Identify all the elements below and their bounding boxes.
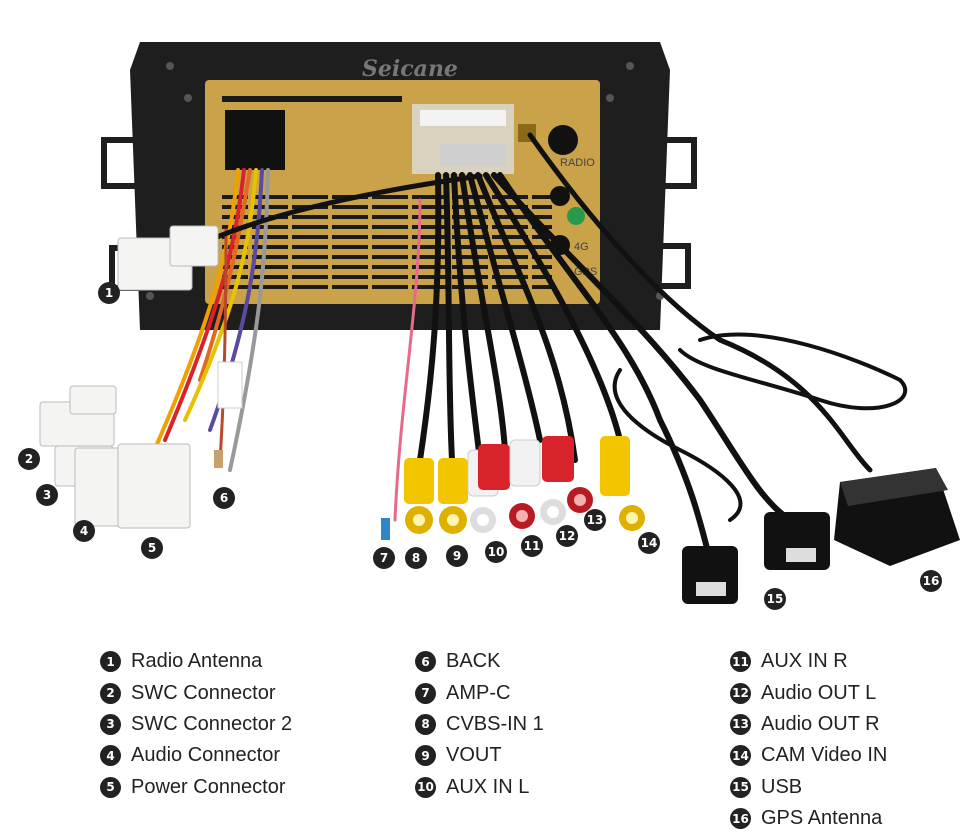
badge-14: 14 (638, 532, 660, 554)
legend-item: 4 Audio Connector (100, 740, 292, 771)
legend-label: CVBS-IN 1 (446, 712, 544, 735)
legend-item: 6 BACK (415, 646, 544, 677)
svg-text:4: 4 (80, 524, 88, 538)
legend-label: BACK (446, 650, 501, 673)
amp-c-wire-tip (381, 518, 390, 540)
legend-label: Audio OUT R (761, 712, 880, 735)
badge-8: 8 (405, 547, 427, 569)
legend-label: GPS Antenna (761, 807, 883, 830)
legend-number: 9 (415, 745, 436, 767)
legend-column-1: 1 Radio Antenna 2 SWC Connector 3 SWC Conne… (100, 646, 292, 803)
svg-text:3: 3 (43, 488, 51, 502)
label-4g: 4G (574, 241, 589, 253)
wiring-diagram: Seicane RADIO 4G GPS (18, 42, 960, 610)
svg-text:10: 10 (488, 545, 505, 559)
legend-number: 2 (100, 682, 121, 704)
svg-text:6: 6 (220, 491, 228, 505)
svg-text:14: 14 (641, 536, 658, 550)
badge-16: 16 (920, 570, 942, 592)
badge-2: 2 (18, 448, 40, 470)
svg-text:12: 12 (559, 529, 576, 543)
badge-4: 4 (73, 520, 95, 542)
svg-text:8: 8 (412, 551, 420, 565)
svg-text:13: 13 (587, 513, 604, 527)
chassis-vents (222, 96, 552, 289)
badge-7: 7 (373, 547, 395, 569)
legend-item: 5 Power Connector (100, 772, 292, 803)
badge-12: 12 (556, 525, 578, 547)
svg-text:11: 11 (524, 539, 541, 553)
legend-label: Audio Connector (131, 744, 280, 767)
legend-item: 13 Audio OUT R (730, 709, 887, 740)
legend-number: 10 (415, 776, 436, 798)
badge-5: 5 (141, 537, 163, 559)
badge-13: 13 (584, 509, 606, 531)
legend-label: AUX IN L (446, 775, 530, 798)
power-connector (117, 443, 191, 529)
legend-number: 5 (100, 776, 121, 798)
legend-item: 3 SWC Connector 2 (100, 709, 292, 740)
badge-1: 1 (98, 282, 120, 304)
usb-plugs (682, 512, 830, 604)
legend-item: 2 SWC Connector (100, 677, 292, 708)
legend-item: 1 Radio Antenna (100, 646, 292, 677)
badge-6: 6 (213, 487, 235, 509)
brand-logo: Seicane (362, 56, 458, 82)
legend-column-2: 6 BACK 7 AMP-C 8 CVBS-IN 1 9 VOUT 10 AUX IN L (415, 646, 544, 803)
legend-label: AMP-C (446, 681, 511, 704)
legend-column-3: 11 AUX IN R 12 Audio OUT L 13 Audio OUT R 1… (730, 646, 887, 834)
legend-number: 13 (730, 713, 751, 735)
legend-item: 15 USB (730, 772, 887, 803)
legend-item: 14 CAM Video IN (730, 740, 887, 771)
svg-text:9: 9 (453, 549, 461, 563)
badge-11: 11 (521, 535, 543, 557)
legend-label: Audio OUT L (761, 681, 877, 704)
legend-label: USB (761, 775, 803, 798)
legend-item: 8 CVBS-IN 1 (415, 709, 544, 740)
badge-3: 3 (36, 484, 58, 506)
radio-antenna-plug (117, 225, 219, 291)
legend-number: 15 (730, 776, 751, 798)
label-radio: RADIO (560, 157, 595, 169)
legend-label: CAM Video IN (761, 744, 888, 767)
legend-item: 16 GPS Antenna (730, 803, 887, 834)
legend-number: 11 (730, 651, 751, 673)
svg-text:2: 2 (25, 452, 33, 466)
legend-number: 3 (100, 713, 121, 735)
legend-number: 12 (730, 682, 751, 704)
legend-label: Radio Antenna (131, 650, 263, 673)
svg-text:1: 1 (105, 286, 113, 300)
legend-label: Power Connector (131, 775, 286, 798)
legend-item: 7 AMP-C (415, 677, 544, 708)
svg-text:15: 15 (767, 592, 784, 606)
legend-number: 4 (100, 745, 121, 767)
legend-item: 9 VOUT (415, 740, 544, 771)
legend-item: 10 AUX IN L (415, 772, 544, 803)
radio-socket (548, 125, 578, 155)
back-wire-tip (214, 450, 223, 468)
cables (148, 132, 908, 563)
swc-connector (39, 385, 117, 447)
legend-label: SWC Connector 2 (131, 712, 293, 735)
badge-9: 9 (446, 545, 468, 567)
legend-label: AUX IN R (761, 650, 848, 673)
svg-text:16: 16 (923, 574, 940, 588)
badge-15: 15 (764, 588, 786, 610)
svg-text:7: 7 (380, 551, 388, 565)
legend-number: 14 (730, 745, 751, 767)
legend-item: 11 AUX IN R (730, 646, 887, 677)
legend-label: VOUT (446, 744, 502, 767)
legend-number: 16 (730, 808, 751, 830)
rca-plugs (404, 436, 645, 534)
legend-number: 6 (415, 651, 436, 673)
legend-number: 8 (415, 713, 436, 735)
legend-number: 1 (100, 651, 121, 673)
legend-label: SWC Connector (131, 681, 276, 704)
4g-port (567, 207, 585, 225)
svg-text:5: 5 (148, 541, 156, 555)
main-harness-socket (225, 110, 285, 170)
badge-10: 10 (485, 541, 507, 563)
legend-number: 7 (415, 682, 436, 704)
legend-item: 12 Audio OUT L (730, 677, 887, 708)
